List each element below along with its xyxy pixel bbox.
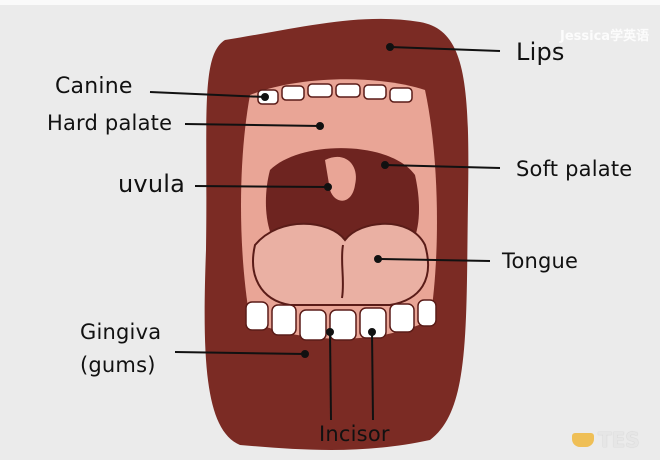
upper-teeth [257,83,413,105]
tes-logo: TES [572,428,640,452]
tongue-shape [252,222,430,306]
label-soft-palate: Soft palate [516,157,633,181]
pointer-lines [149,43,501,421]
graduation-cap-icon [572,433,594,447]
watermark: Jessica学英语 [560,29,650,44]
label-uvula: uvula [118,170,185,198]
label-incisor: Incisor [319,422,390,446]
label-gingiva: Gingiva [80,320,162,344]
top-bar [0,0,660,5]
label-tongue: Tongue [502,249,579,273]
lower-teeth [245,299,437,341]
logo-text: TES [598,428,640,452]
label-canine: Canine [55,74,133,99]
label-hard-palate: Hard palate [47,111,173,135]
label-gums: (gums) [80,353,156,377]
label-lips: Lips [516,38,565,66]
uvula-shape [325,156,356,201]
